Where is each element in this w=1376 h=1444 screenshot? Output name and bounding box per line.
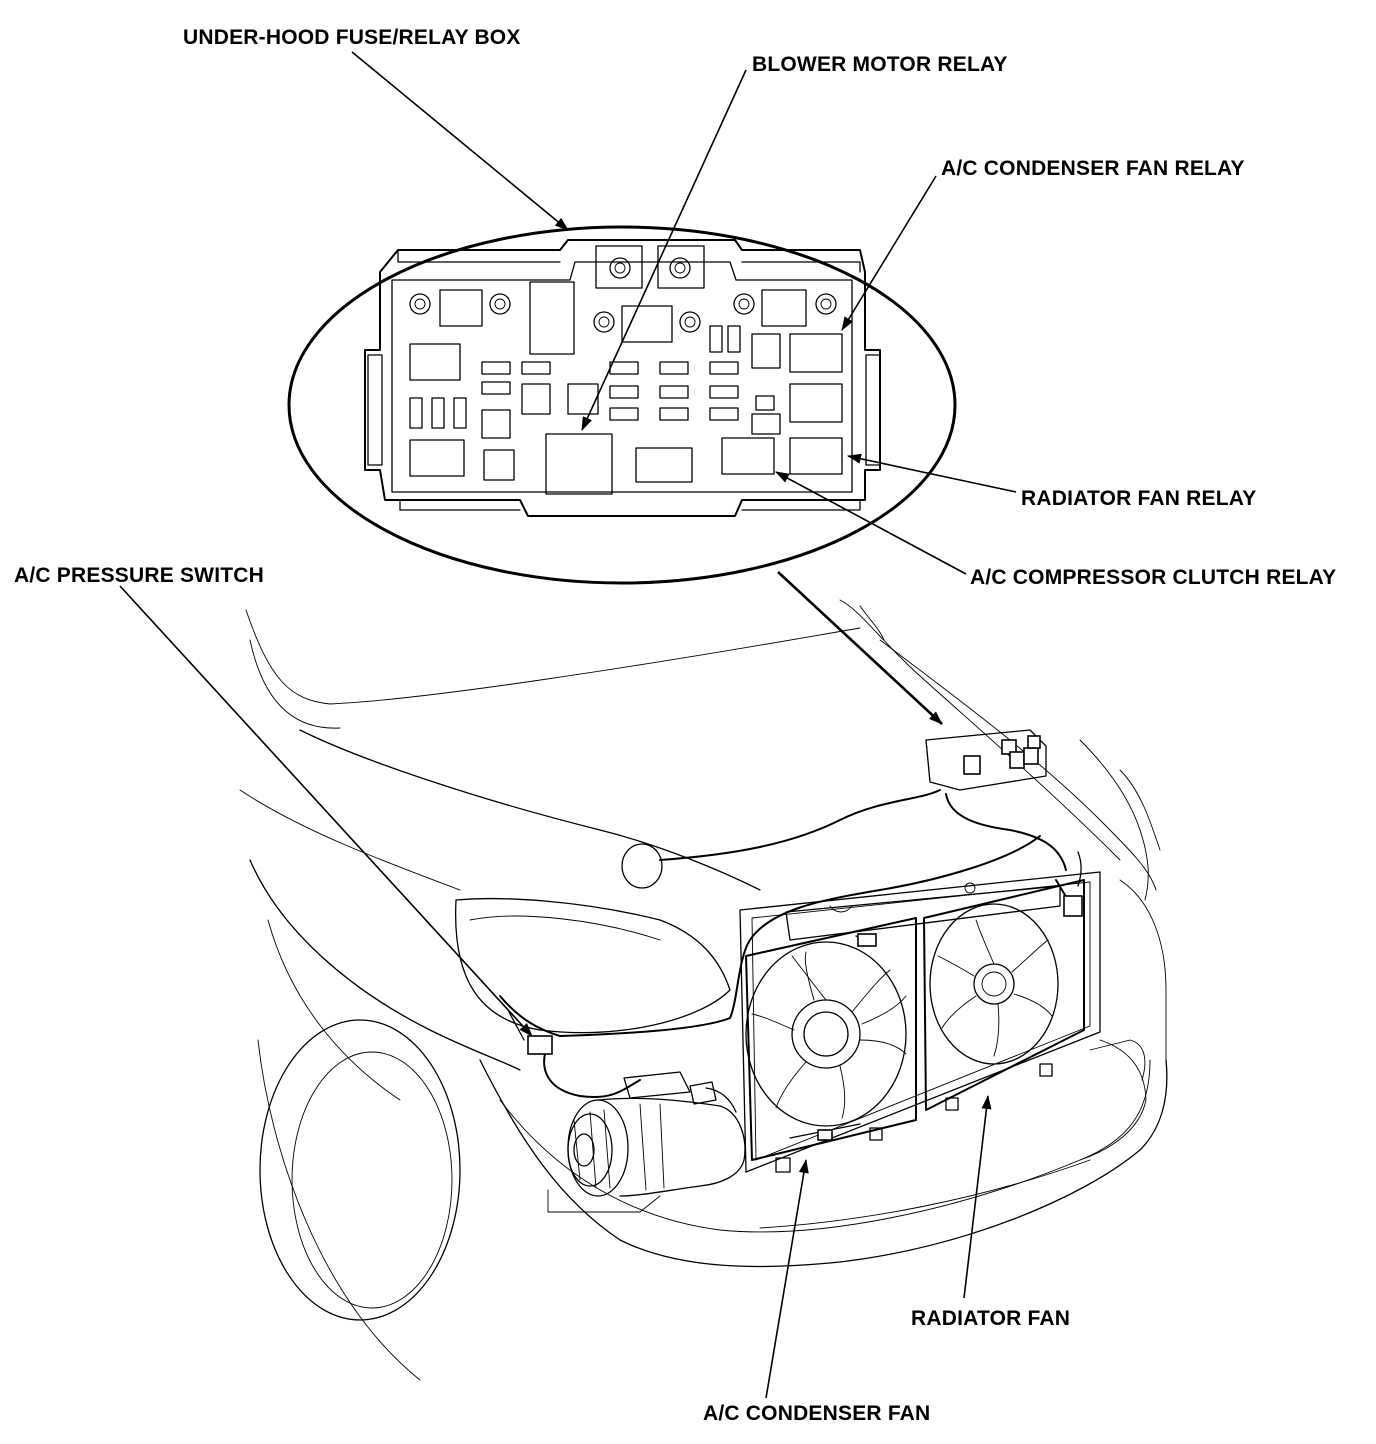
leader-fuse-relay-box — [351, 51, 569, 231]
front-wheel — [259, 1019, 461, 1321]
label-ac-compressor-clutch-relay: A/C COMPRESSOR CLUTCH RELAY — [970, 566, 1336, 589]
radiator-fan-assembly — [739, 871, 1101, 1173]
leader-ac-condenser-fan — [765, 1159, 809, 1399]
label-ac-condenser-fan: A/C CONDENSER FAN — [703, 1402, 930, 1425]
label-ac-condenser-fan-relay: A/C CONDENSER FAN RELAY — [941, 157, 1245, 180]
leader-radiator-fan — [963, 1095, 992, 1299]
radiator-core — [739, 871, 1101, 1173]
pressure-switch-connector — [527, 1035, 553, 1055]
radiator-fan-hub — [973, 963, 1015, 1005]
fuse-box-housing — [364, 239, 881, 517]
radiator-fan-shroud — [923, 879, 1085, 1111]
label-ac-pressure-switch: A/C PRESSURE SWITCH — [14, 564, 264, 587]
leader-blower-motor-relay — [581, 69, 747, 431]
label-radiator-fan-relay: RADIATOR FAN RELAY — [1021, 487, 1256, 510]
fuse-relay-box-callout — [287, 225, 957, 585]
callout-ellipse — [287, 225, 957, 585]
harness-grommet — [621, 843, 663, 889]
ac-compressor-clutch-relay-block — [721, 437, 775, 475]
mount-tab-right — [865, 354, 881, 466]
leader-ac-condenser-fan-relay — [841, 175, 937, 331]
vehicle-front-body — [239, 599, 1168, 1381]
leader-lines — [119, 51, 1017, 1399]
leader-ac-compressor-clutch-relay — [775, 471, 967, 575]
mount-tab-left — [367, 354, 383, 466]
leader-radiator-fan-relay — [847, 453, 1017, 493]
label-under-hood-fuse-relay-box: UNDER-HOOD FUSE/RELAY BOX — [183, 26, 521, 49]
blower-motor-relay-block — [545, 433, 613, 495]
leader-fuse-box-location — [777, 571, 943, 725]
headlight — [454, 897, 731, 1034]
label-radiator-fan: RADIATOR FAN — [911, 1307, 1070, 1330]
ac-compressor — [567, 1071, 746, 1197]
leader-ac-pressure-switch — [119, 585, 533, 1037]
ac-condenser-fan-relay-block — [789, 333, 843, 373]
radiator-fan-relay-block — [789, 437, 843, 475]
labels: UNDER-HOOD FUSE/RELAY BOX BLOWER MOTOR R… — [14, 26, 1336, 1425]
vehicle-fuse-box — [925, 729, 1047, 791]
label-blower-motor-relay: BLOWER MOTOR RELAY — [752, 53, 1008, 76]
condenser-fan-shroud — [745, 917, 917, 1161]
condenser-fan-hub — [791, 999, 861, 1069]
wiring-harness — [499, 789, 1083, 1098]
